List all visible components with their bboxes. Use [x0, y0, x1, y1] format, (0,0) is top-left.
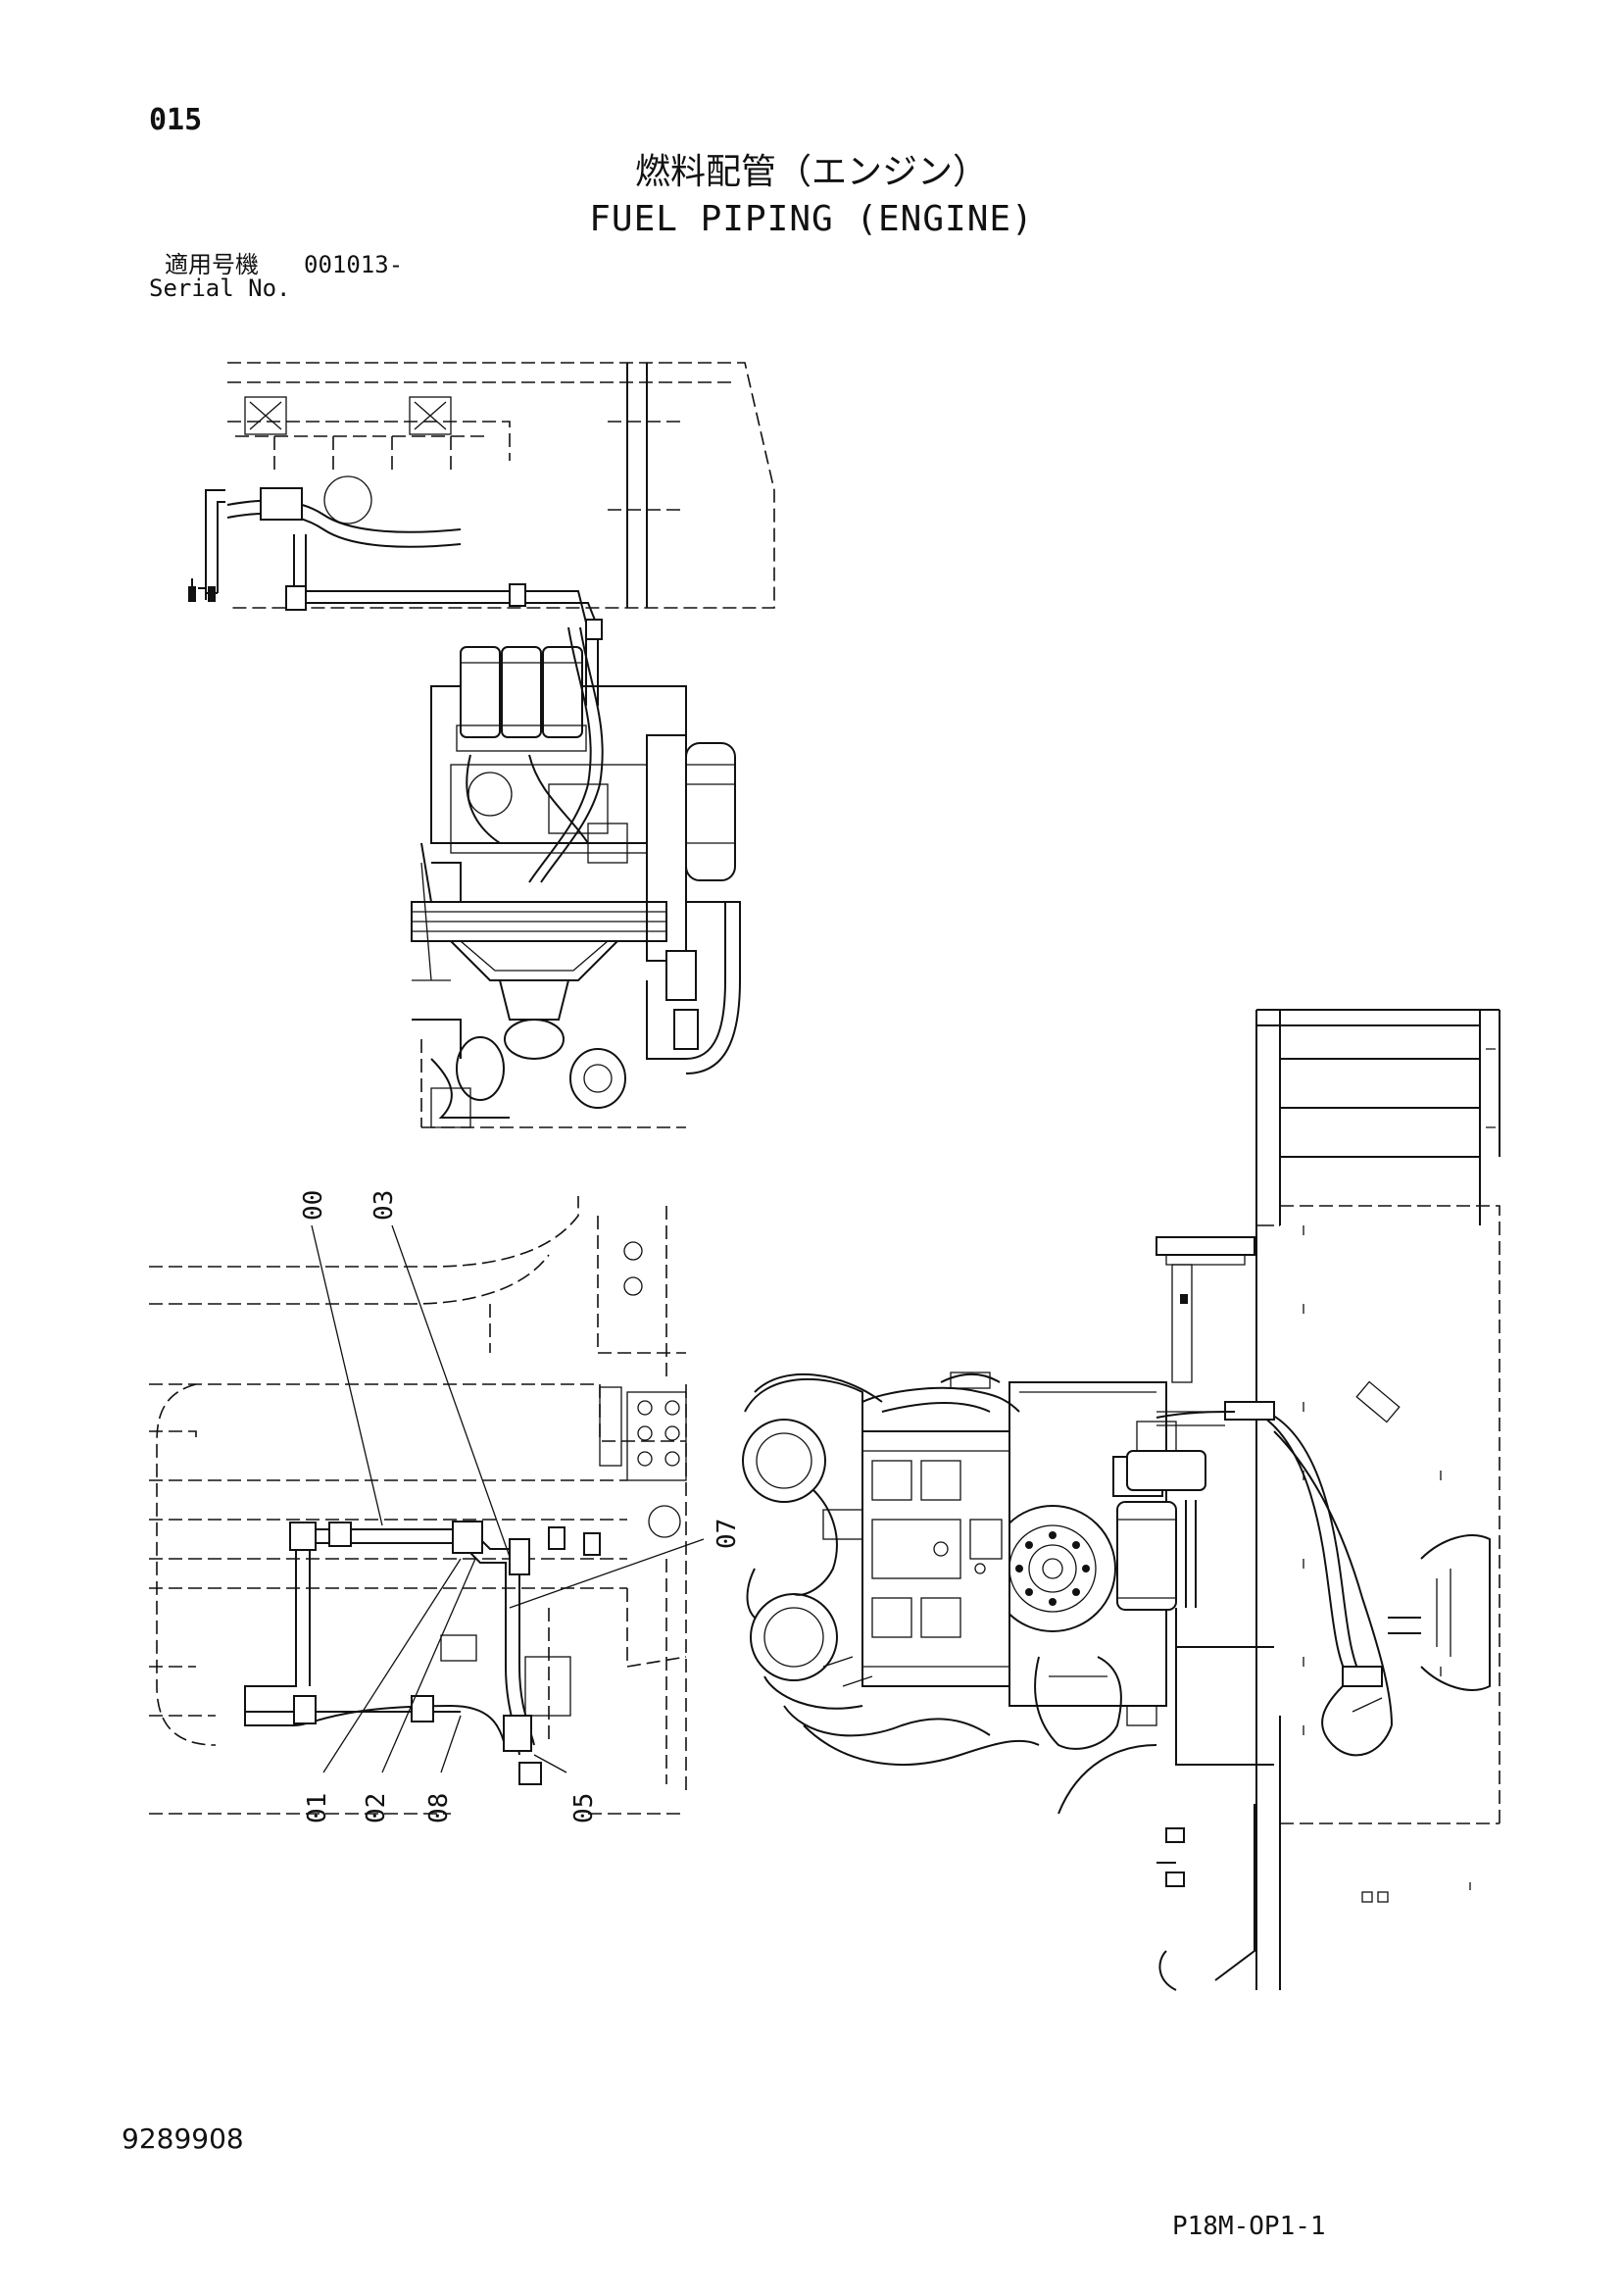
engine-side-view [411, 626, 741, 1128]
callout-02: 02 [362, 1793, 391, 1823]
serial-label-english: Serial No. [149, 275, 291, 302]
top-view [1057, 1009, 1500, 1991]
callout-01: 01 [303, 1793, 332, 1823]
piping-detail-view [149, 1196, 705, 1815]
document-number: 9289908 [122, 2122, 244, 2155]
callout-labels: 00 03 07 01 02 08 05 [299, 1190, 742, 1823]
sheet-code: P18M-OP1-1 [1172, 2212, 1326, 2241]
title-japanese: 燃料配管（エンジン） [634, 152, 988, 192]
callout-03: 03 [369, 1190, 399, 1221]
callout-07: 07 [713, 1519, 742, 1549]
callout-08: 08 [424, 1793, 454, 1823]
side-view [188, 362, 775, 706]
engine-top-view [742, 1372, 1236, 1766]
title-english: FUEL PIPING (ENGINE) [589, 199, 1034, 239]
callout-05: 05 [569, 1793, 599, 1823]
callout-00: 00 [299, 1190, 328, 1221]
serial-label-japanese: 適用号機 [165, 251, 259, 278]
page-number: 015 [149, 103, 203, 137]
serial-range: 001013- [304, 251, 404, 278]
